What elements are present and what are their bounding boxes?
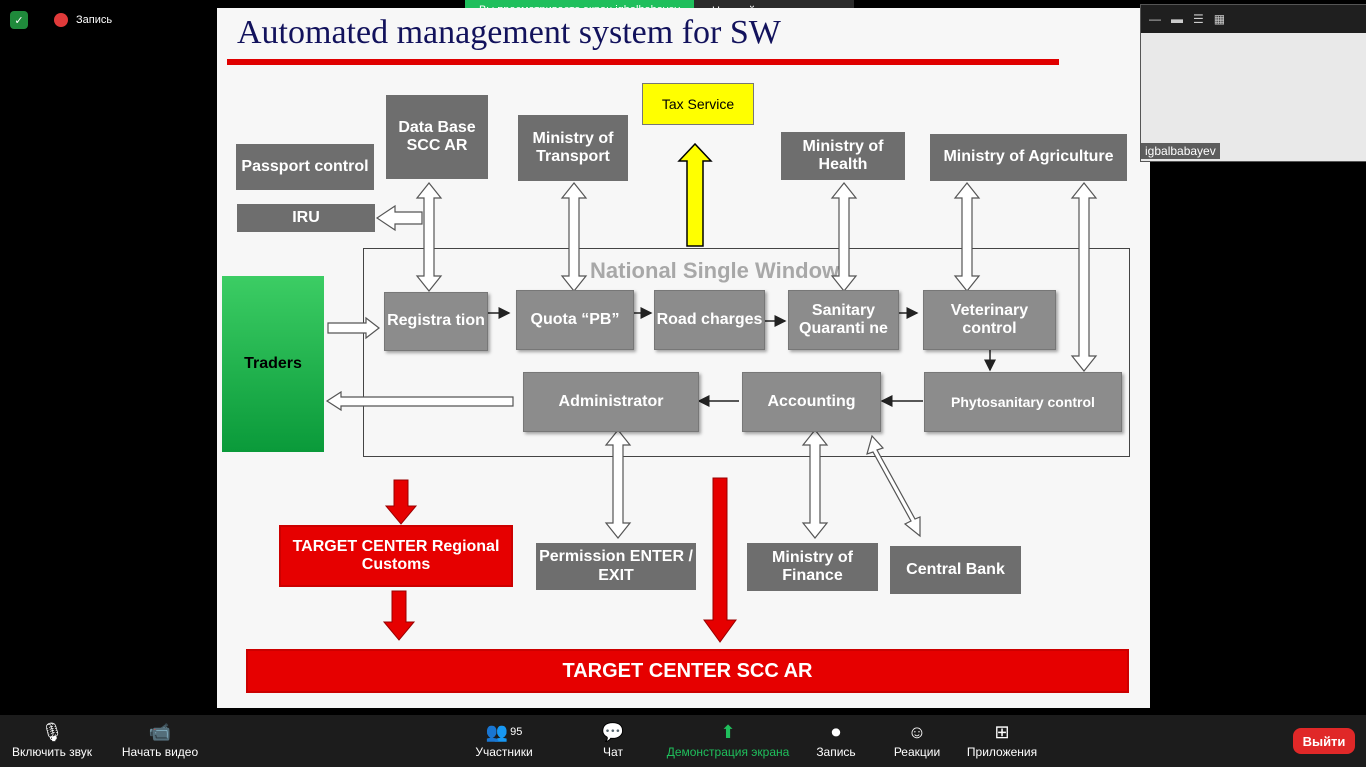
video-thumbnail[interactable]: — ▬ ☰ ▦ igbalbabayev <box>1140 4 1366 162</box>
box-traders: Traders <box>222 276 324 452</box>
box-central-bank: Central Bank <box>890 546 1021 594</box>
recording-indicator-bar: ✓ Запись <box>0 0 227 40</box>
box-veterinary: Veterinary control <box>923 290 1056 350</box>
minimize-icon[interactable]: — <box>1149 12 1161 26</box>
participant-name: igbalbabayev <box>1141 143 1220 159</box>
meeting-toolbar: 🎙 Включить звук 📹 Начать видео 👥95 Участ… <box>0 715 1366 767</box>
reactions-button[interactable]: ☺ Реакции <box>892 719 942 760</box>
box-phytosanitary: Phytosanitary control <box>924 372 1122 432</box>
share-screen-button[interactable]: ⬆ Демонстрация экрана <box>666 719 790 760</box>
participants-button[interactable]: 👥95 Участники <box>472 719 536 760</box>
mute-button[interactable]: 🎙 Включить звук <box>10 719 94 760</box>
video-off-icon: 📹 <box>148 721 172 742</box>
mic-off-icon: 🎙 <box>40 721 64 742</box>
box-road-charges: Road charges <box>654 290 765 350</box>
share-screen-icon: ⬆ <box>720 721 736 742</box>
box-ministry-health: Ministry of Health <box>781 132 905 180</box>
box-sanitary: Sanitary Quaranti ne <box>788 290 899 350</box>
recording-label: Запись <box>76 14 113 26</box>
box-ministry-finance: Ministry of Finance <box>747 543 878 591</box>
box-passport-control: Passport control <box>236 144 374 190</box>
box-target-center-regional: TARGET CENTER Regional Customs <box>279 525 513 587</box>
slide-title: Automated management system for SW <box>237 14 781 51</box>
box-administrator: Administrator <box>523 372 699 432</box>
diagram-arrows <box>325 142 1098 643</box>
box-tax-service: Tax Service <box>642 83 754 125</box>
shared-slide: Automated management system for SW Natio… <box>217 8 1150 708</box>
box-iru: IRU <box>237 204 375 232</box>
box-database: Data Base SCC AR <box>386 95 488 179</box>
box-permission: Permission ENTER / EXIT <box>536 543 696 590</box>
participants-icon: 👥95 <box>485 721 523 742</box>
split-view-icon[interactable]: ☰ <box>1193 12 1204 26</box>
single-view-icon[interactable]: ▬ <box>1171 12 1183 26</box>
record-icon <box>54 13 68 27</box>
box-accounting: Accounting <box>742 372 881 432</box>
box-ministry-transport: Ministry of Transport <box>518 115 628 181</box>
apps-button[interactable]: ⊞ Приложения <box>965 719 1039 760</box>
record-button[interactable]: ⏺ Запись <box>814 719 858 760</box>
shield-icon[interactable]: ✓ <box>10 11 28 29</box>
nsw-frame <box>363 248 1130 457</box>
apps-icon: ⊞ <box>994 721 1010 742</box>
box-target-center-scc: TARGET CENTER SCC AR <box>246 649 1129 693</box>
smile-icon: ☺ <box>907 721 927 742</box>
chat-icon: 💬 <box>601 721 625 742</box>
nsw-label: National Single Window <box>590 258 840 283</box>
box-registration: Registra tion <box>384 292 488 351</box>
title-rule <box>227 59 1059 65</box>
box-quota: Quota “PB” <box>516 290 634 350</box>
thumbnail-controls: — ▬ ☰ ▦ <box>1141 5 1366 33</box>
leave-button[interactable]: Выйти <box>1293 728 1355 754</box>
box-ministry-agriculture: Ministry of Agriculture <box>930 134 1127 181</box>
record-icon: ⏺ <box>831 721 841 742</box>
grid-view-icon[interactable]: ▦ <box>1213 12 1226 26</box>
video-button[interactable]: 📹 Начать видео <box>120 719 200 760</box>
chat-button[interactable]: 💬 Чат <box>598 719 628 760</box>
